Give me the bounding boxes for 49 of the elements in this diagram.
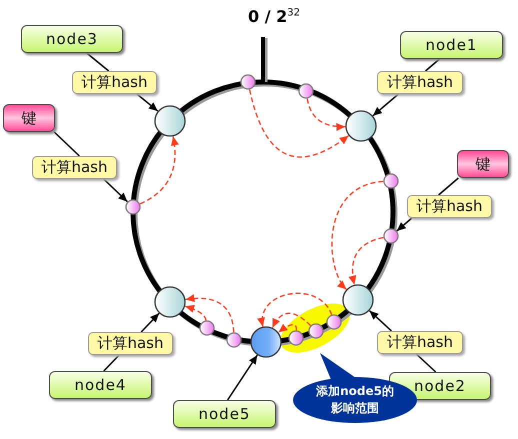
server-circle — [345, 110, 377, 142]
key-dot — [383, 228, 399, 244]
key-dot — [240, 74, 256, 90]
dashed-arrow — [248, 89, 349, 158]
dashed-arrow — [278, 324, 298, 333]
connector-line — [86, 52, 110, 72]
server-circle — [250, 326, 282, 358]
dashed-arrow — [306, 98, 346, 131]
connector-line — [103, 354, 120, 372]
dashed-arrow — [348, 236, 384, 285]
range-label: 0 / 2$^{32}$ — [248, 7, 300, 26]
key-dot — [298, 83, 314, 99]
hash-box: 计算hash — [72, 71, 157, 94]
key-box: 键 — [457, 150, 509, 178]
arrow — [372, 93, 399, 116]
dashed-arrow — [140, 136, 178, 204]
connector-line — [54, 131, 80, 157]
arrow — [369, 310, 392, 332]
key-dot — [326, 314, 342, 330]
key-dot — [383, 173, 399, 189]
dashed-arrow — [331, 180, 384, 290]
arrow — [140, 312, 160, 333]
dashed-arrow — [184, 305, 207, 321]
arrow — [396, 217, 412, 232]
hash-box: 计算hash — [88, 332, 173, 355]
key-dot — [199, 320, 215, 336]
connector-line — [425, 58, 440, 72]
arrow — [103, 178, 128, 202]
connector-line — [438, 177, 459, 196]
node-box: node1 — [400, 31, 503, 59]
hash-box: 计算hash — [32, 156, 117, 179]
arrow — [136, 93, 158, 112]
node-box: node5 — [173, 400, 276, 428]
arrow — [226, 354, 258, 400]
server-circle — [342, 284, 374, 316]
hash-box: 计算hash — [377, 331, 463, 354]
node-box: node4 — [49, 371, 152, 399]
key-dot — [226, 332, 242, 348]
server-circle — [154, 286, 186, 318]
node-box: node3 — [21, 25, 123, 53]
server-circle — [154, 105, 186, 137]
key-dot — [125, 199, 141, 215]
key-box: 键 — [3, 104, 55, 132]
dashed-arrow — [272, 312, 312, 328]
key-dot — [308, 323, 324, 339]
hash-box: 计算hash — [407, 195, 492, 218]
key-dot — [288, 330, 304, 346]
dashed-arrow — [185, 294, 234, 332]
hash-box: 计算hash — [377, 71, 463, 94]
